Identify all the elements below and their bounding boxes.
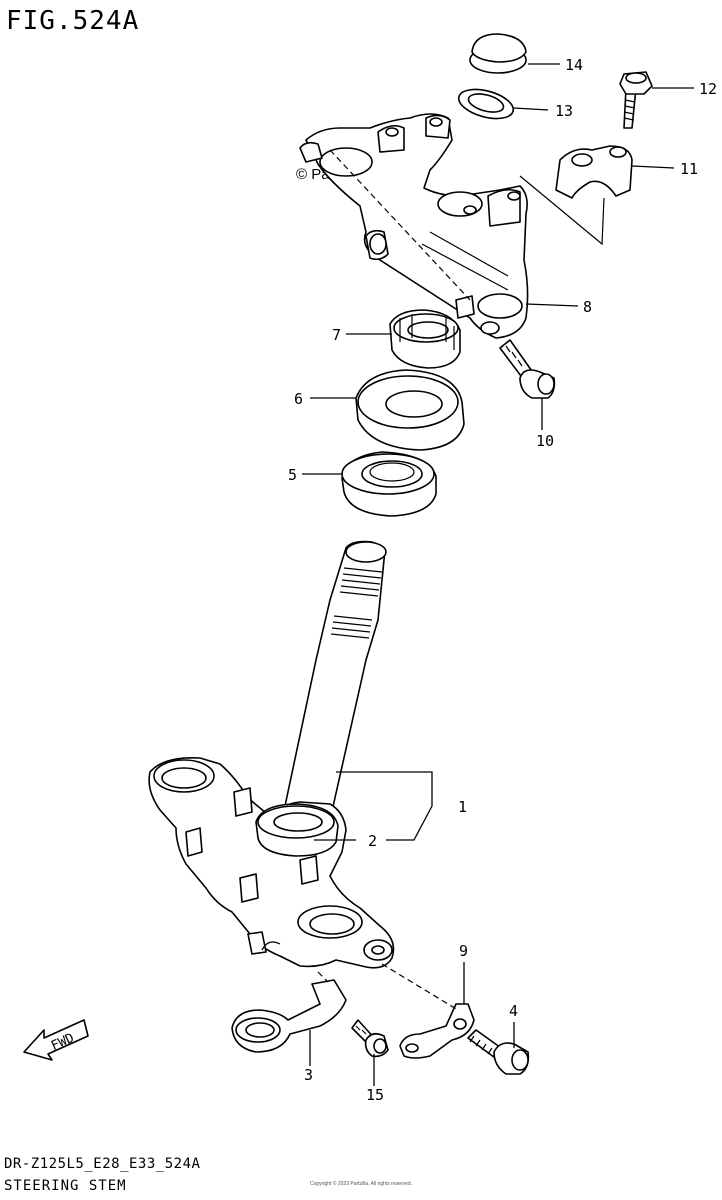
part-14-cap[interactable] xyxy=(469,33,527,74)
assembly-guide-lines xyxy=(317,149,471,1011)
fwd-arrow-icon xyxy=(23,1019,89,1061)
part-13-washer[interactable] xyxy=(456,84,517,124)
part-2-lower-bearing[interactable] xyxy=(255,803,339,857)
callout-13: 13 xyxy=(555,102,573,120)
callout-6: 6 xyxy=(294,390,303,408)
callout-1: 1 xyxy=(458,798,467,816)
callout-3: 3 xyxy=(304,1066,313,1084)
part-11-handlebar-holder[interactable] xyxy=(519,145,633,246)
callout-5: 5 xyxy=(288,466,297,484)
callout-9: 9 xyxy=(459,942,468,960)
part-5-upper-bearing[interactable] xyxy=(341,451,437,517)
part-1-steering-stem[interactable] xyxy=(148,540,395,969)
callout-12: 12 xyxy=(699,80,717,98)
part-9-bracket[interactable] xyxy=(399,1003,475,1059)
part-10-pinch-bolt[interactable] xyxy=(499,339,556,399)
callout-8: 8 xyxy=(583,298,592,316)
copyright-small-print: Copyright © 2023 Partzilla. All rights r… xyxy=(310,1181,413,1187)
model-code: DR-Z125L5_E28_E33_524A xyxy=(4,1156,201,1172)
callout-7: 7 xyxy=(332,326,341,344)
part-6-dust-seal[interactable] xyxy=(355,369,465,451)
part-8-upper-bracket[interactable] xyxy=(299,113,529,339)
part-15-bolt[interactable] xyxy=(351,1019,389,1058)
part-4-bolt[interactable] xyxy=(467,1029,530,1075)
section-name: STEERING STEM xyxy=(4,1178,127,1194)
part-3-hose-guide[interactable] xyxy=(231,979,347,1053)
callout-10: 10 xyxy=(536,432,554,450)
callout-14: 14 xyxy=(565,56,583,74)
part-12-bolt[interactable] xyxy=(619,71,653,129)
part-7-steering-nut[interactable] xyxy=(389,309,461,369)
callout-15: 15 xyxy=(366,1086,384,1104)
figure-title: FIG.524A xyxy=(6,6,140,36)
callout-4: 4 xyxy=(509,1002,518,1020)
callout-2: 2 xyxy=(368,832,377,850)
callout-11: 11 xyxy=(680,160,698,178)
leader-lines xyxy=(302,63,694,1086)
